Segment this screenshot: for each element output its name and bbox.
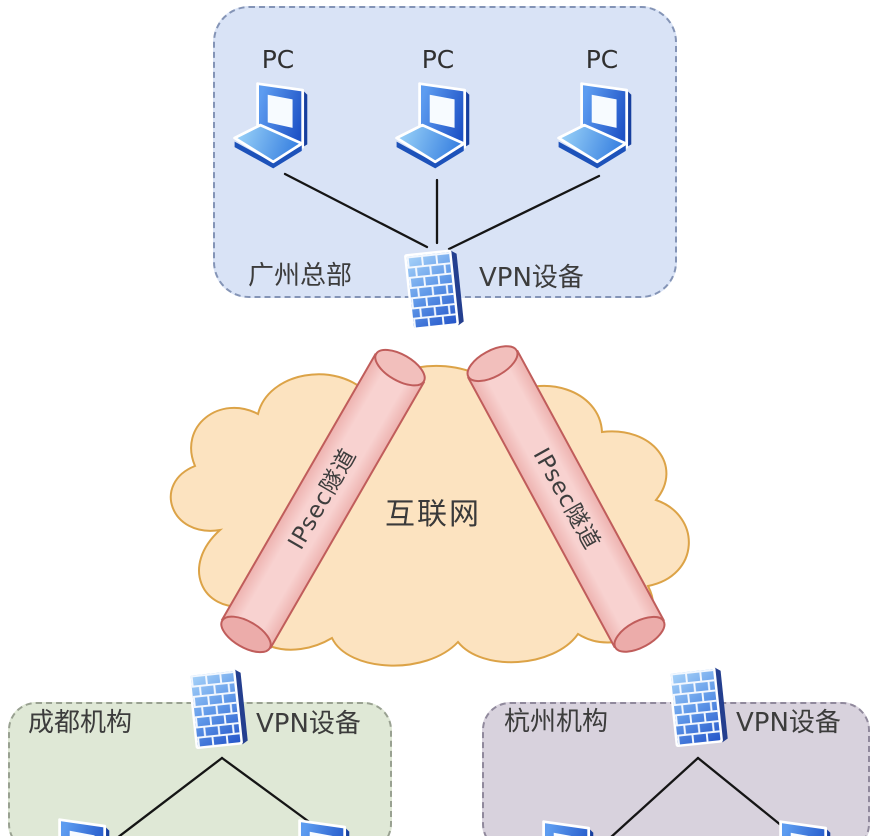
firewall-icon — [666, 658, 730, 756]
laptop-icon — [516, 818, 608, 836]
internet-label: 互联网 — [385, 497, 481, 532]
laptop-icon — [392, 80, 484, 172]
laptop-icon — [753, 818, 845, 836]
firewall-icon — [186, 660, 250, 758]
pc-label: PC — [421, 45, 455, 74]
vpn-device-label-hangzhou: VPN设备 — [736, 708, 841, 738]
vpn-device-label-hq: VPN设备 — [479, 263, 584, 293]
pc-label: PC — [585, 45, 619, 74]
site-label-guangzhou-hq: 广州总部 — [248, 261, 353, 291]
pc-label: PC — [261, 45, 295, 74]
laptop-icon — [32, 816, 124, 836]
laptop-icon — [554, 80, 646, 172]
site-label-hangzhou: 杭州机构 — [504, 707, 609, 737]
laptop-icon — [230, 80, 322, 172]
site-label-chengdu: 成都机构 — [28, 708, 133, 738]
laptop-icon — [272, 817, 364, 836]
firewall-icon — [402, 241, 466, 339]
vpn-device-label-chengdu: VPN设备 — [256, 709, 361, 739]
